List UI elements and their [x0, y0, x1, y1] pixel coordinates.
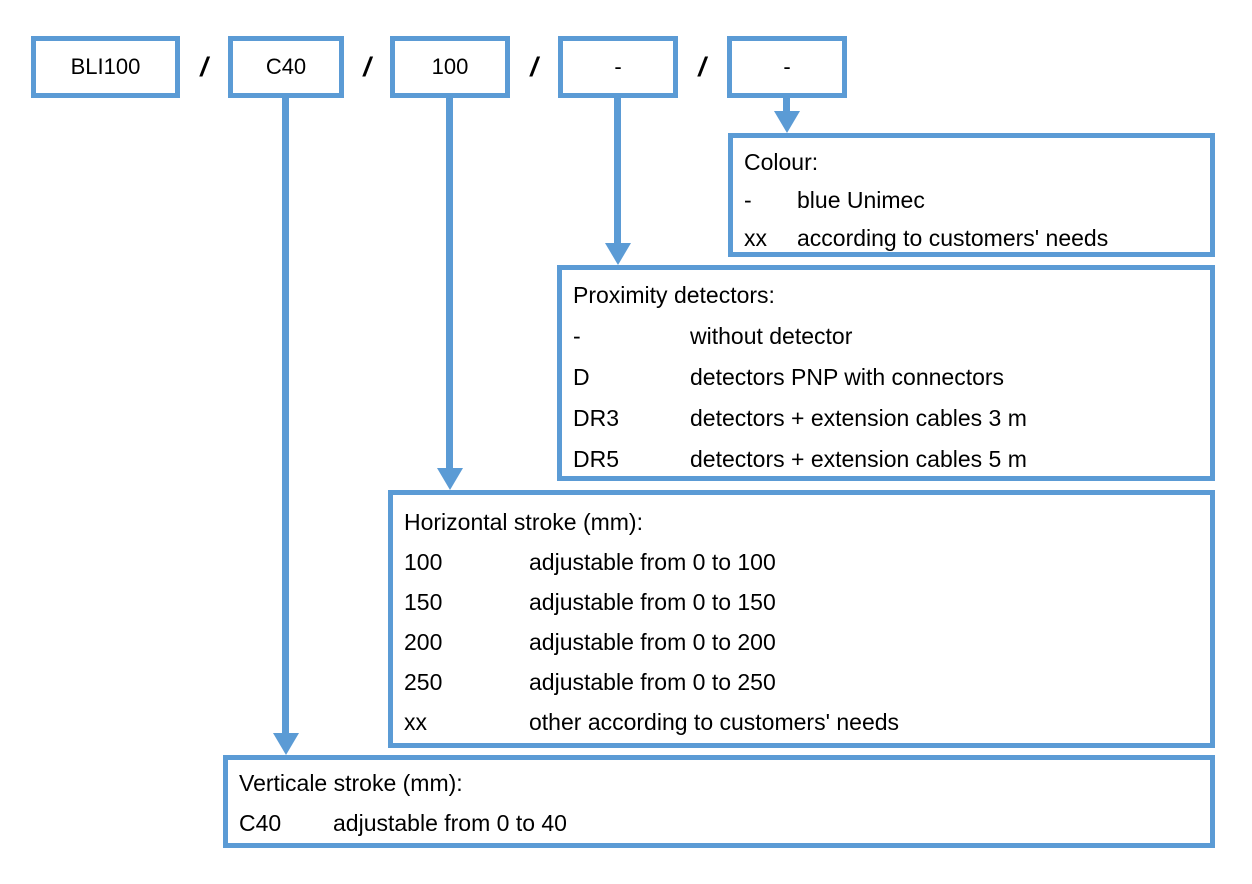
option-code: xx [744, 225, 767, 251]
option-code: - [573, 323, 581, 349]
option-description: adjustable from 0 to 100 [529, 549, 776, 575]
option-code: 200 [404, 629, 443, 655]
code-segment-model: BLI100 [31, 36, 180, 98]
connector-line-proximity-detectors [614, 98, 621, 245]
option-row: xx other according to customers' needs [404, 702, 1204, 742]
option-row: 200 adjustable from 0 to 200 [404, 622, 1204, 662]
option-description: blue Unimec [797, 187, 925, 213]
option-description: detectors + extension cables 3 m [690, 405, 1027, 431]
panel-horizontal-stroke: Horizontal stroke (mm): 100 adjustable fr… [388, 490, 1215, 748]
panel-title: Colour: [744, 149, 819, 175]
option-code: 100 [404, 549, 443, 575]
panel-title: Horizontal stroke (mm): [404, 509, 643, 535]
option-row: 100 adjustable from 0 to 100 [404, 542, 1204, 582]
option-row: xx according to customers' needs [744, 219, 1204, 257]
code-segment-proximity-detectors: - [558, 36, 678, 98]
option-description: adjustable from 0 to 200 [529, 629, 776, 655]
code-separator: / [363, 51, 371, 82]
option-row: - without detector [573, 316, 1204, 357]
option-row: 150 adjustable from 0 to 150 [404, 582, 1204, 622]
option-description: according to customers' needs [797, 225, 1109, 251]
option-description: detectors + extension cables 5 m [690, 446, 1027, 472]
panel-vertical-stroke: Verticale stroke (mm): C40 adjustable fro… [223, 755, 1215, 848]
code-separator: / [698, 51, 706, 82]
option-code: 250 [404, 669, 443, 695]
code-separator: / [530, 51, 538, 82]
option-code: - [744, 187, 752, 213]
panel-title: Proximity detectors: [573, 282, 775, 308]
panel-proximity-detectors: Proximity detectors: - without detector D… [557, 265, 1215, 481]
option-description: without detector [690, 323, 853, 349]
option-row: - blue Unimec [744, 181, 1204, 219]
arrow-down-icon [774, 111, 800, 133]
option-row: DR5 detectors + extension cables 5 m [573, 439, 1204, 480]
option-description: other according to customers' needs [529, 709, 900, 735]
option-code: xx [404, 709, 427, 735]
panel-colour: Colour: - blue Unimec xx according to cust… [728, 133, 1215, 257]
code-separator: / [200, 51, 208, 82]
code-segment-colour: - [727, 36, 847, 98]
option-code: C40 [239, 810, 282, 836]
option-description: detectors PNP with connectors [690, 364, 1005, 390]
code-segment-horizontal-stroke: 100 [390, 36, 510, 98]
option-code: DR5 [573, 446, 620, 472]
arrow-down-icon [437, 468, 463, 490]
option-row: 250 adjustable from 0 to 250 [404, 662, 1204, 702]
option-code: D [573, 364, 590, 390]
arrow-down-icon [273, 733, 299, 755]
option-description: adjustable from 0 to 250 [529, 669, 776, 695]
option-row: DR3 detectors + extension cables 3 m [573, 398, 1204, 439]
connector-line-horizontal-stroke [446, 98, 453, 470]
code-segment-vertical-stroke: C40 [228, 36, 344, 98]
connector-line-colour [783, 98, 790, 113]
option-code: 150 [404, 589, 443, 615]
connector-line-vertical-stroke [282, 98, 289, 735]
panel-title: Verticale stroke (mm): [239, 770, 463, 796]
option-code: DR3 [573, 405, 620, 431]
option-description: adjustable from 0 to 40 [333, 810, 567, 836]
arrow-down-icon [605, 243, 631, 265]
option-row: C40 adjustable from 0 to 40 [239, 803, 1204, 843]
option-description: adjustable from 0 to 150 [529, 589, 776, 615]
